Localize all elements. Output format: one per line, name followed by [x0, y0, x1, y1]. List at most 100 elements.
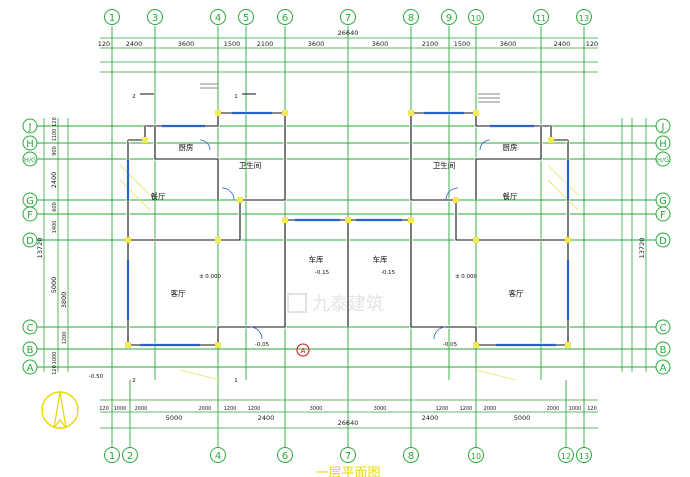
dimension-value: 1100	[52, 129, 58, 142]
axis-label-bottom: 8	[408, 451, 414, 462]
elevation-outside: -0.50	[89, 374, 104, 380]
drawing-title: 一层平面图	[315, 466, 380, 477]
section-mark: 2	[132, 94, 136, 100]
dimension-value: 2400	[554, 40, 571, 48]
overall-dimension-right: 13720	[638, 238, 646, 259]
dimension-value: 2100	[257, 40, 274, 48]
dimension-value: 3600	[372, 40, 389, 48]
axis-bubbles-top: 1 3 4 5 6 7 8 9 10 11 13	[104, 9, 592, 25]
axis-label-left: G	[26, 196, 34, 207]
dimension-value: 5000	[50, 277, 58, 294]
dimension-value: 2000	[135, 406, 148, 412]
dimension-value: 1000	[569, 406, 582, 412]
axis-label-left: C	[27, 323, 34, 334]
windows	[126, 111, 570, 347]
dimension-value: 2400	[126, 40, 143, 48]
dimension-value: 2400	[422, 414, 439, 422]
axis-label-bottom: 7	[345, 451, 351, 462]
axis-label-bottom: 13	[579, 452, 589, 461]
dimension-value: 120	[99, 406, 109, 412]
axis-label-left: A	[27, 363, 34, 374]
axis-label-right: J	[661, 122, 665, 133]
dimension-value: 1200	[224, 406, 237, 412]
dimension-value: 1400	[52, 221, 58, 234]
room-label-living: 客厅	[509, 288, 524, 298]
elevation-marks: ± 0.000 ± 0.000 -0.15 -0.15 -0.05 -0.05 …	[89, 270, 478, 380]
dimension-value: 3800	[60, 292, 68, 309]
room-label-garage: 车库	[373, 254, 388, 264]
axis-label-bottom: 6	[282, 451, 288, 462]
room-label-bathroom: 卫生间	[433, 160, 456, 170]
dimension-value: 120	[587, 406, 597, 412]
axis-label-bottom: 2	[127, 451, 133, 462]
axis-label-left: F	[27, 210, 33, 221]
axis-label-right: D	[659, 236, 667, 247]
dimension-value: 2000	[484, 406, 497, 412]
room-label-garage: 车库	[309, 254, 324, 264]
axis-label-left: D	[26, 236, 34, 247]
axis-label-top: 13	[579, 14, 589, 23]
axis-label-bottom: 4	[215, 451, 221, 462]
room-label-dining: 餐厅	[503, 192, 518, 201]
axis-label-right: H	[659, 139, 667, 150]
axis-label-right: A	[660, 363, 667, 374]
overall-dimension-top: 26640	[338, 29, 359, 37]
dimension-value: 1000	[52, 352, 58, 365]
dimension-value: 600	[52, 202, 58, 212]
axis-label-top: 1	[109, 13, 115, 24]
room-labels: 厨房 卫生间 餐厅 客厅 车库 车库 厨房 卫生间 餐厅 客厅	[151, 142, 524, 298]
detail-marker: A	[296, 343, 310, 357]
dimension-value: 120	[52, 365, 58, 375]
dimension-value: 120	[52, 117, 58, 127]
overall-dimension-bottom: 26640	[338, 419, 359, 427]
dimension-value: 3600	[308, 40, 325, 48]
dimension-value: 3600	[178, 40, 195, 48]
elevation-porch: -0.05	[443, 342, 458, 348]
dimension-value: 1200	[436, 406, 449, 412]
overall-dimension-left: 13720	[36, 238, 44, 259]
dimension-value: 5000	[514, 414, 531, 422]
dimension-text-right: 13720	[638, 238, 646, 259]
axis-label-bottom: 1	[109, 451, 115, 462]
axis-label-right: H/G	[657, 156, 669, 164]
axis-label-top: 6	[282, 13, 288, 24]
elevation-porch: -0.05	[255, 342, 270, 348]
section-mark: 1	[234, 378, 238, 384]
detail-marker-label: A	[301, 347, 306, 355]
dimension-value: 120	[98, 40, 110, 48]
dimension-value: 2000	[547, 406, 560, 412]
dimension-value: 1500	[224, 40, 241, 48]
elevation-living: ± 0.000	[199, 274, 222, 280]
axis-label-right: C	[660, 323, 667, 334]
dimension-value: 3000	[374, 406, 387, 412]
room-label-living: 客厅	[171, 288, 186, 298]
section-marks: 2 1 2 1	[132, 93, 256, 384]
axis-label-right: F	[660, 210, 666, 221]
axis-bubbles-right: J H H/G G F D C B A	[655, 118, 671, 375]
axis-label-top: 3	[152, 13, 158, 24]
axis-label-bottom: 10	[471, 452, 481, 461]
dimension-value: 1000	[114, 406, 127, 412]
dimension-value: 1200	[248, 406, 261, 412]
dimension-value: 2000	[199, 406, 212, 412]
axis-label-left: H	[26, 139, 34, 150]
dimension-text-left: 120 1100 900 2400 600 1400 5000 3800 120…	[36, 117, 68, 375]
dimension-value: 2100	[422, 40, 439, 48]
dimension-value: 3600	[500, 40, 517, 48]
axis-label-left: B	[27, 345, 34, 356]
watermark-text: 九泰建筑	[312, 294, 384, 315]
axis-label-left: J	[28, 122, 32, 133]
entry-stairs	[200, 83, 500, 103]
dimension-value: 3000	[310, 406, 323, 412]
axis-label-top: 11	[536, 14, 546, 23]
axis-bubbles-left: J H H/G G F D C B A	[22, 118, 38, 375]
section-mark: 2	[132, 378, 136, 384]
axis-label-top: 5	[243, 13, 249, 24]
elevation-garage: -0.15	[381, 270, 396, 276]
watermark: 九泰建筑	[287, 293, 384, 315]
dimension-value: 1500	[454, 40, 471, 48]
room-label-kitchen: 厨房	[179, 142, 194, 152]
axis-label-bottom: 12	[561, 452, 571, 461]
dimension-value: 1200	[460, 406, 473, 412]
